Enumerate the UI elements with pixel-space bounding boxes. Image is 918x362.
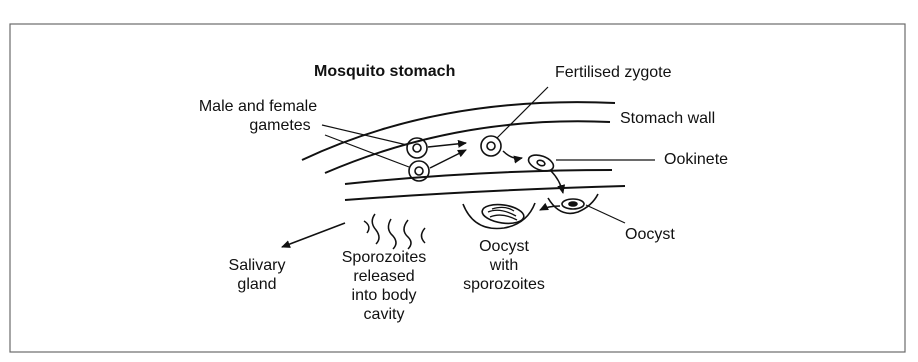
leader-fertilised-zygote (497, 87, 548, 138)
label-ookinete: Ookinete (664, 150, 728, 169)
zygote-cell-nucleus (487, 142, 495, 150)
label-oocyst-with-sporozoites: Oocyst with sporozoites (450, 237, 558, 294)
sporozoite-1 (372, 214, 379, 244)
zygote-cell-outer (481, 136, 501, 156)
label-salivary-gland: Salivary gland (220, 256, 294, 294)
label-sporozoites-released: Sporozoites released into body cavity (330, 248, 438, 324)
leader-gametes-lower (325, 135, 409, 167)
label-gametes: Male and female gametes (184, 97, 332, 135)
label-fertilised-zygote: Fertilised zygote (555, 63, 672, 82)
mature-oocyst-sporozoite-lines (488, 207, 517, 220)
label-oocyst: Oocyst (625, 225, 675, 244)
label-sporozoites-line-2: released (330, 267, 438, 286)
label-salivary-line-2: gland (220, 275, 294, 294)
sporozoite-3 (388, 219, 396, 249)
arrow-zygote-to-ookinete (503, 151, 522, 158)
sporozoite-2 (364, 221, 369, 233)
label-oocyst-sporo-line-2: with (450, 256, 558, 275)
gamete-cells (407, 138, 429, 181)
stomach-wall-inner-line-1 (345, 170, 612, 184)
gamete-cell-lower-nucleus (415, 167, 423, 175)
label-stomach-wall: Stomach wall (620, 109, 715, 128)
label-gametes-line-2: gametes (184, 116, 332, 135)
diagram-frame (10, 24, 905, 352)
sporozoite-5 (422, 228, 426, 243)
arrow-ookinete-to-oocyst (551, 171, 563, 193)
label-sporozoites-line-4: cavity (330, 305, 438, 324)
leader-gametes-upper (322, 125, 407, 145)
oocyst-with-sporozoites-cell (463, 202, 535, 228)
oocyst-nucleus (569, 202, 577, 206)
ookinete-nucleus (536, 159, 545, 166)
released-sporozoites (364, 214, 425, 249)
gamete-cell-upper-nucleus (413, 144, 421, 152)
zygote-cell (481, 136, 501, 156)
arrow-gamete-to-zygote-2 (430, 150, 466, 168)
leader-oocyst (586, 205, 625, 223)
arrow-gamete-to-zygote-1 (428, 143, 466, 147)
sporozoite-4 (404, 220, 411, 249)
label-oocyst-sporo-line-3: sporozoites (450, 275, 558, 294)
oocyst-cell (548, 194, 598, 213)
label-sporozoites-line-3: into body (330, 286, 438, 305)
mature-oocyst-body (481, 202, 525, 226)
label-sporozoites-line-1: Sporozoites (330, 248, 438, 267)
label-gametes-line-1: Male and female (184, 97, 332, 116)
stomach-wall-outer-line-2 (325, 121, 610, 173)
label-oocyst-sporo-line-1: Oocyst (450, 237, 558, 256)
label-salivary-line-1: Salivary (220, 256, 294, 275)
stomach-wall-inner-line-2 (345, 186, 625, 200)
arrow-to-salivary-gland (282, 223, 345, 247)
diagram-title: Mosquito stomach (314, 62, 455, 81)
